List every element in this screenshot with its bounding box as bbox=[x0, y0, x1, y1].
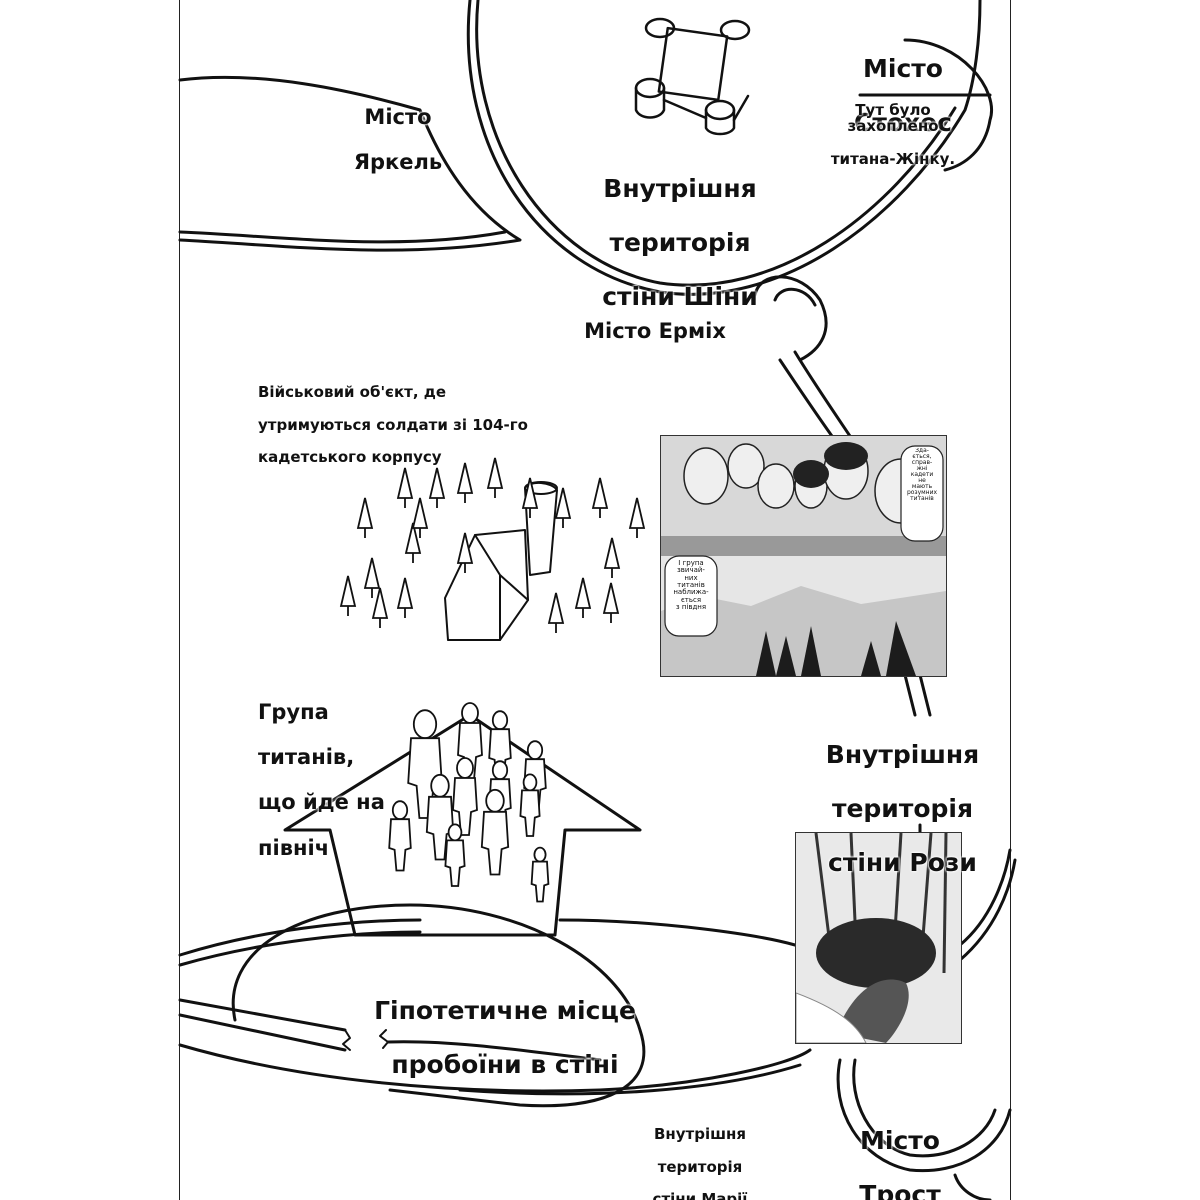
trost-district-outline bbox=[836, 1058, 1012, 1173]
label-wall-maria: Внутрішня територія стіни Марії bbox=[652, 1125, 748, 1200]
stohes-district-outline bbox=[903, 38, 993, 172]
tree-icon bbox=[486, 457, 504, 498]
ermih-district-outline bbox=[753, 275, 828, 362]
label-military-facility: Військовий об'єкт, де утримуються солдат… bbox=[258, 383, 528, 466]
tree-icon bbox=[574, 577, 592, 618]
tree-icon bbox=[603, 537, 621, 578]
tree-icon bbox=[428, 467, 446, 508]
label-trost: Місто Трост bbox=[859, 1126, 941, 1200]
titan-figures bbox=[388, 702, 550, 903]
tree-icon bbox=[456, 532, 474, 573]
forest-icons bbox=[339, 457, 646, 633]
tree-icon bbox=[602, 582, 620, 623]
label-stohes-note: Тут було захоплено титана-Жінку. bbox=[830, 101, 956, 168]
tree-icon bbox=[547, 592, 565, 633]
manga-panel-scouts: Зда- ється, справ- жні кадети не мають р… bbox=[660, 435, 947, 677]
tree-icon bbox=[356, 497, 374, 538]
yarkel-district-outline bbox=[178, 75, 522, 252]
tree-icon bbox=[339, 575, 357, 616]
label-wall-rose: Внутрішня територія стіни Рози bbox=[825, 740, 980, 877]
speech-bubble-b: І група звичай- них титанів наближа- єть… bbox=[673, 560, 709, 612]
speech-bubble-a: Зда- ється, справ- жні кадети не мають р… bbox=[906, 448, 938, 502]
tree-icon bbox=[371, 587, 389, 628]
wall-sina-outline bbox=[466, 0, 982, 296]
label-wall-sina: Внутрішня територія стіни Шіни bbox=[602, 174, 758, 311]
titan-figure-icon bbox=[519, 773, 541, 837]
label-stohes: Місто Стохес bbox=[854, 54, 952, 137]
titan-figure-icon bbox=[425, 773, 455, 861]
wall-rose-outline bbox=[178, 848, 1012, 957]
titan-figure-icon bbox=[388, 800, 412, 872]
label-ermih: Місто Ерміх bbox=[584, 319, 726, 343]
label-titan-group: Група титанів, що йде на північ bbox=[258, 699, 385, 860]
titan-figure-icon bbox=[480, 788, 510, 876]
tree-icon bbox=[456, 462, 474, 503]
titan-figure-icon bbox=[530, 846, 550, 903]
label-breach: Гіпотетичне місце пробоїни в стіні bbox=[374, 996, 636, 1079]
tree-icon bbox=[396, 467, 414, 508]
tree-icon bbox=[591, 477, 609, 518]
castle-icon bbox=[634, 17, 751, 136]
titan-figure-icon bbox=[452, 757, 478, 836]
tree-icon bbox=[411, 497, 429, 538]
tree-icon bbox=[404, 522, 422, 563]
tree-icon bbox=[521, 477, 539, 518]
tree-icon bbox=[363, 557, 381, 598]
tree-icon bbox=[396, 577, 414, 618]
manga-panel-titan-forest bbox=[795, 832, 962, 1044]
label-yarkel: Місто Яркель bbox=[353, 104, 443, 175]
breach-zone-outline bbox=[231, 903, 646, 1108]
titan-figure-icon bbox=[444, 823, 466, 887]
tree-icon bbox=[554, 487, 572, 528]
wall-maria-outline bbox=[178, 1043, 812, 1093]
tree-icon bbox=[628, 497, 646, 538]
